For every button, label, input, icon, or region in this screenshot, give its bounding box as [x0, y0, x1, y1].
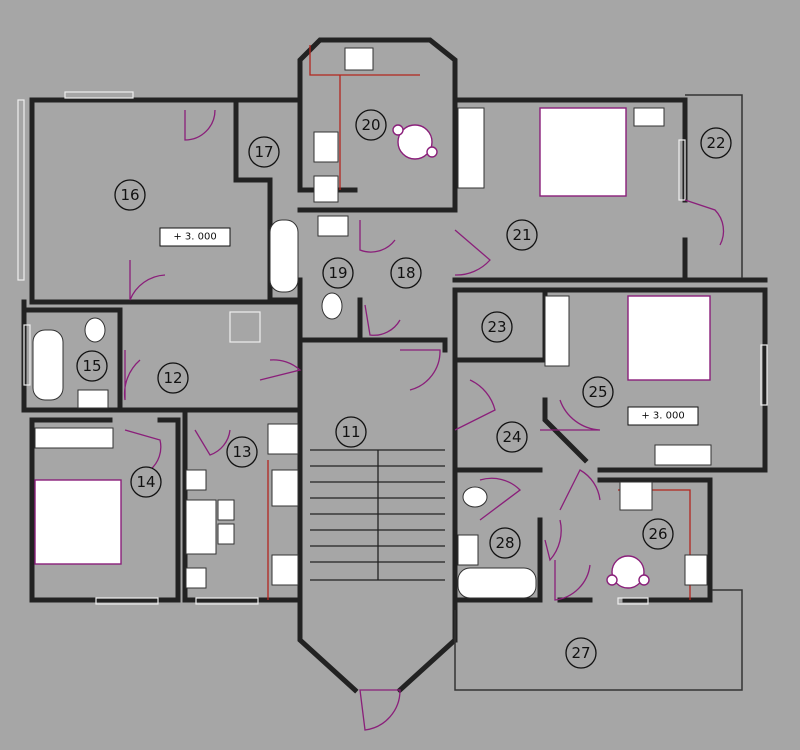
room-14-label: 14 [136, 473, 155, 491]
room-11-marker: 11 [335, 416, 367, 448]
room-24-label: 24 [502, 428, 521, 446]
room-18-label: 18 [396, 264, 415, 282]
room-27-label: 27 [571, 644, 590, 662]
windows [17, 91, 768, 605]
room-17-label: 17 [254, 143, 273, 161]
room-28-label: 28 [495, 534, 514, 552]
room-16-label: 16 [120, 186, 139, 204]
level-mark-text: + 3. 000 [641, 411, 684, 422]
room-25-label: 25 [588, 383, 607, 401]
room-12-marker: 12 [157, 362, 189, 394]
balconies [454, 94, 743, 691]
room-13-marker: 13 [226, 436, 258, 468]
room-27-marker: 27 [565, 637, 597, 669]
room-26-marker: 26 [642, 518, 674, 550]
room-22-marker: 22 [700, 127, 732, 159]
room-20-marker: 20 [355, 109, 387, 141]
staircase [310, 449, 445, 581]
room-15-label: 15 [82, 357, 101, 375]
room-24-marker: 24 [496, 421, 528, 453]
room-18-marker: 18 [390, 257, 422, 289]
fixtures [32, 45, 712, 600]
room-13-label: 13 [232, 443, 251, 461]
level-mark-left: + 3. 000 [159, 227, 231, 247]
room-21-marker: 21 [506, 219, 538, 251]
doors [123, 109, 725, 731]
room-20-label: 20 [361, 116, 380, 134]
room-19-marker: 19 [322, 257, 354, 289]
room-17-marker: 17 [248, 136, 280, 168]
room-23-marker: 23 [481, 311, 513, 343]
room-26-label: 26 [648, 525, 667, 543]
level-mark-right: + 3. 000 [627, 406, 699, 426]
room-14-marker: 14 [130, 466, 162, 498]
room-16-marker: 16 [114, 179, 146, 211]
room-28-marker: 28 [489, 527, 521, 559]
room-22-label: 22 [706, 134, 725, 152]
room-15-marker: 15 [76, 350, 108, 382]
walls [21, 37, 768, 694]
room-25-marker: 25 [582, 376, 614, 408]
level-mark-text: + 3. 000 [173, 232, 216, 243]
room-11-label: 11 [341, 423, 360, 441]
room-19-label: 19 [328, 264, 347, 282]
room-12-label: 12 [163, 369, 182, 387]
room-21-label: 21 [512, 226, 531, 244]
room-23-label: 23 [487, 318, 506, 336]
